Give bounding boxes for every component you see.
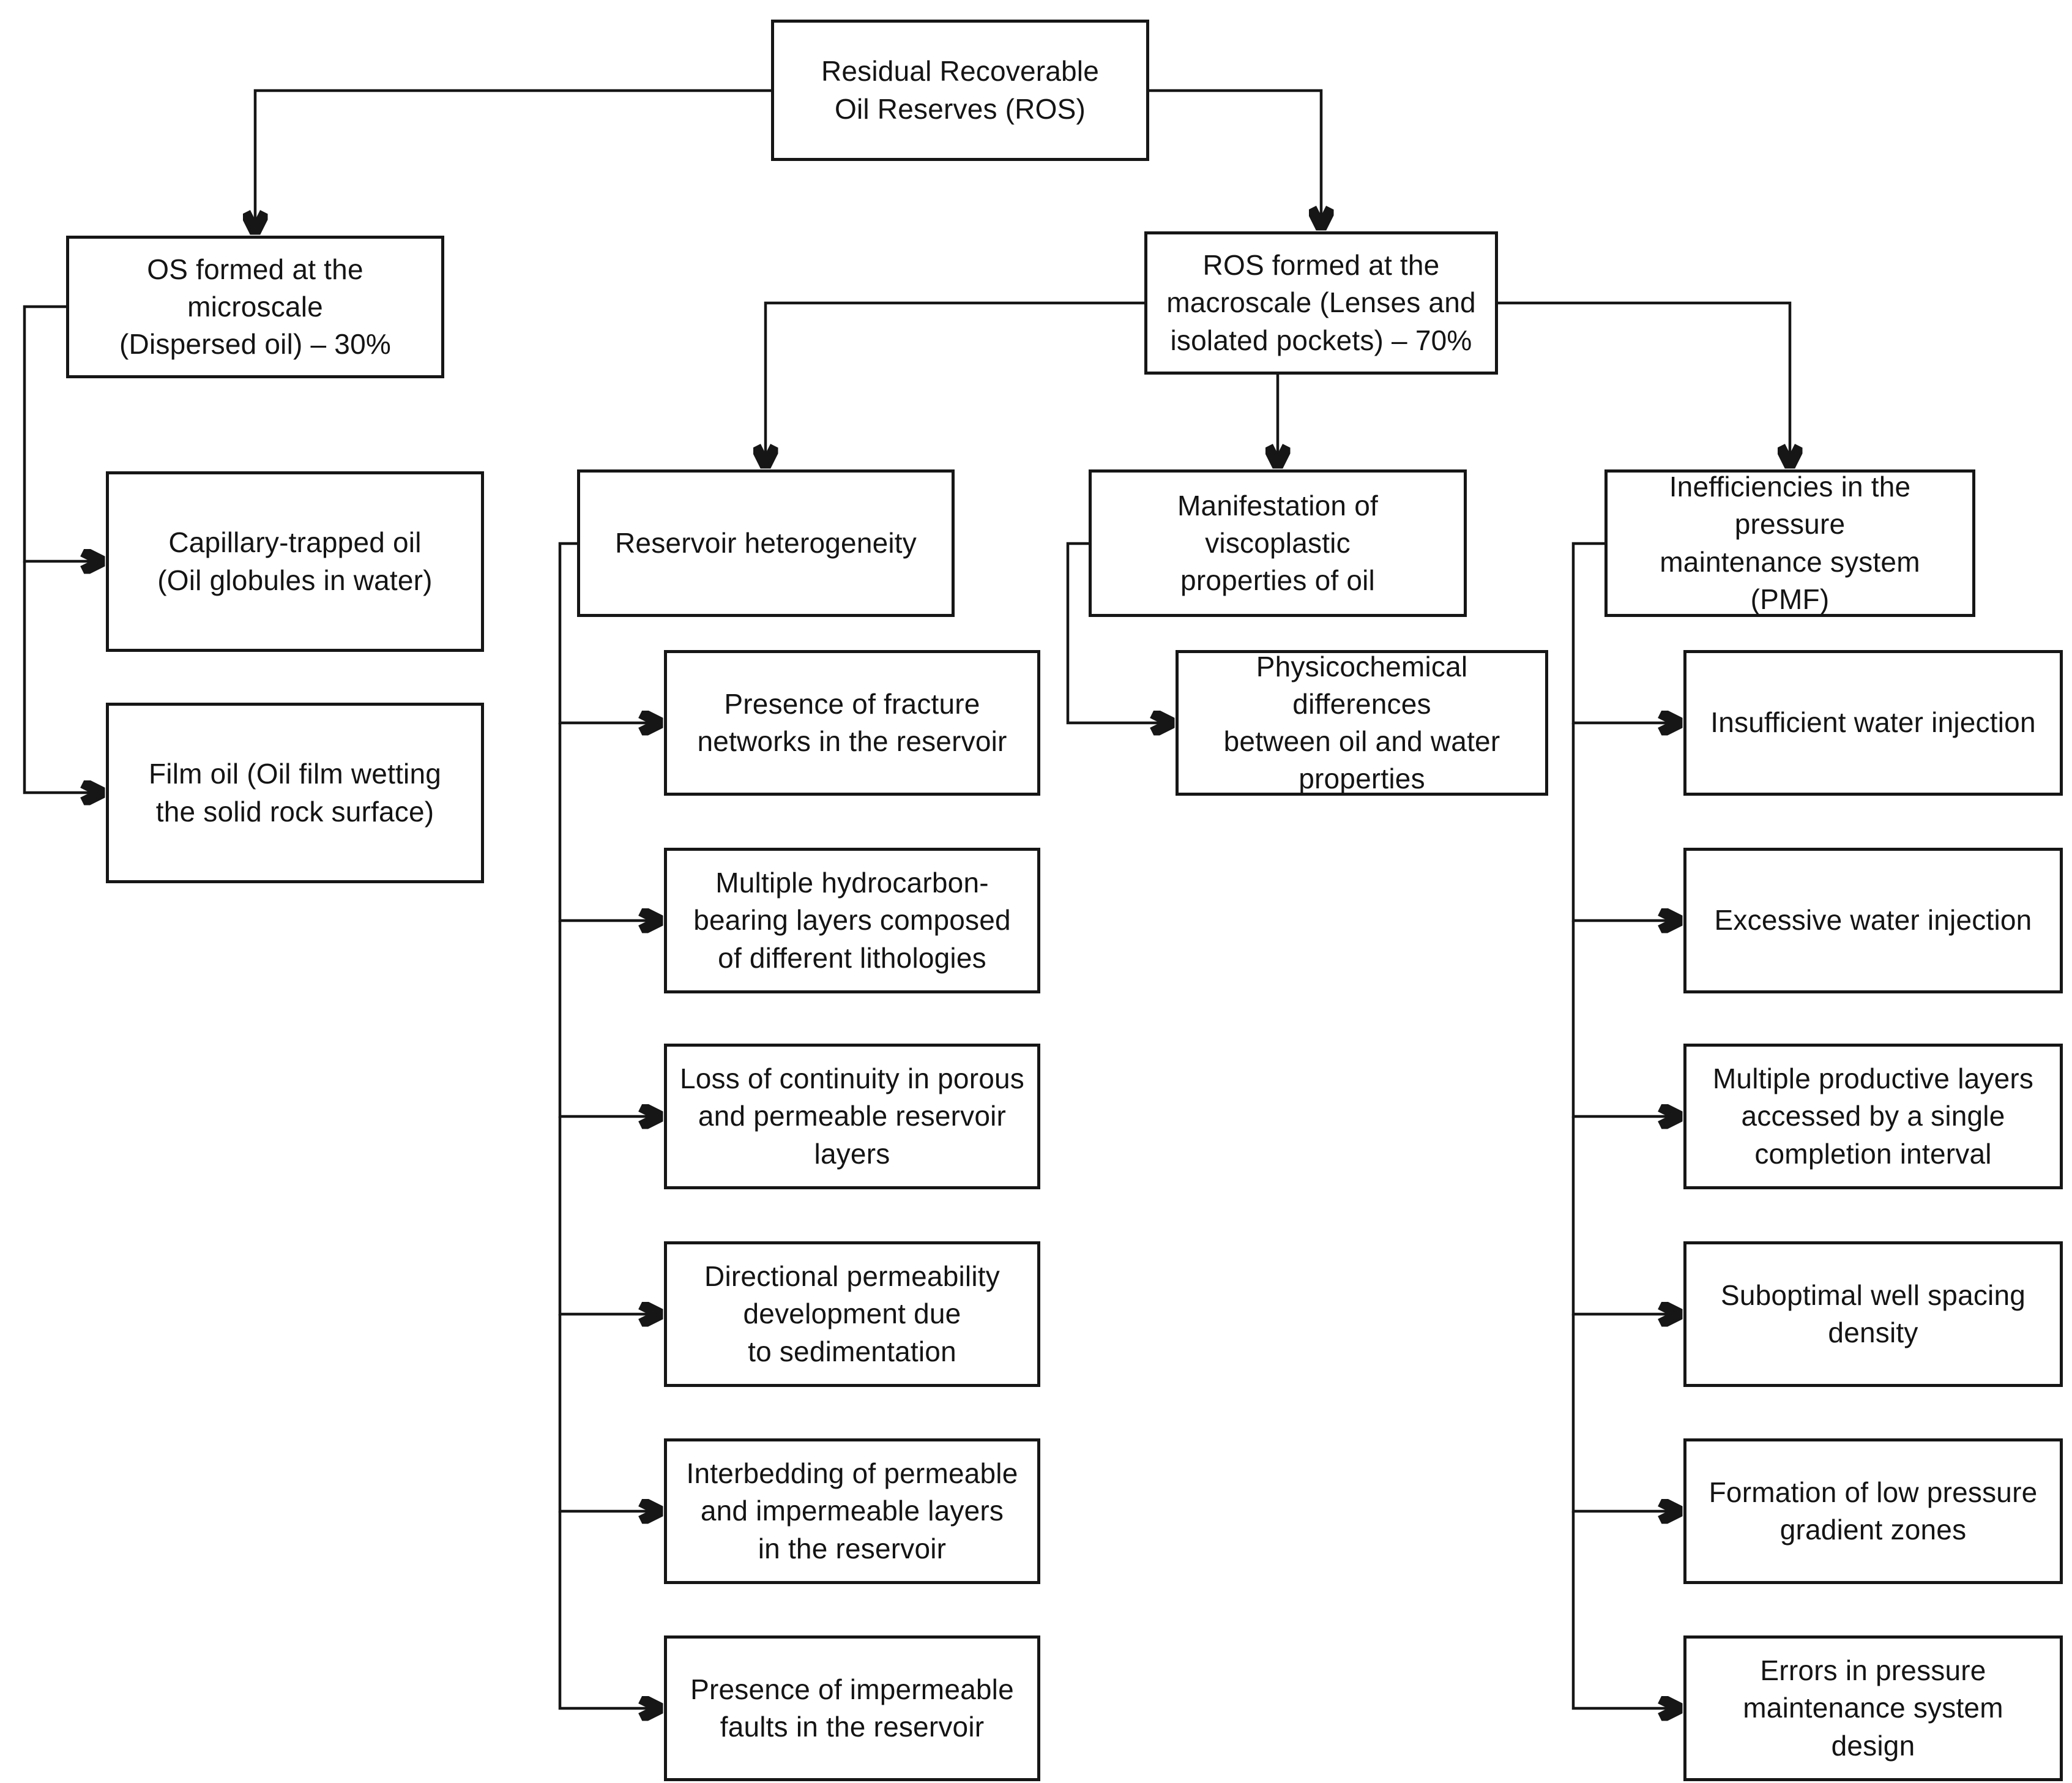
edge-os-capillary xyxy=(23,305,102,561)
edge-reshet-losscontinuity xyxy=(558,921,660,1116)
node-reservoir-heterogeneity: Reservoir heterogeneity xyxy=(577,469,955,617)
edge-os-film xyxy=(23,561,102,793)
node-film-oil-label: Film oil (Oil film wetting the solid roc… xyxy=(148,758,442,828)
node-excessive-water-injection-label: Excessive water injection xyxy=(1714,904,2032,936)
node-root: Residual Recoverable Oil Reserves (ROS) xyxy=(771,20,1149,161)
edge-pmf-errorsdesign xyxy=(1571,1511,1679,1708)
edge-reshet-impfaults xyxy=(558,1511,660,1708)
node-impermeable-faults: Presence of impermeable faults in the re… xyxy=(664,1635,1040,1781)
node-ros-macroscale-label: ROS formed at the macroscale (Lenses and… xyxy=(1166,249,1476,356)
edge-reshet-interbedding xyxy=(558,1314,660,1511)
node-root-label: Residual Recoverable Oil Reserves (ROS) xyxy=(821,55,1100,125)
node-interbedding-layers-label: Interbedding of permeable and impermeabl… xyxy=(686,1457,1018,1564)
node-pmf-inefficiencies: Inefficiencies in the pressure maintenan… xyxy=(1604,469,1975,617)
node-errors-in-pms-design-label: Errors in pressure maintenance system de… xyxy=(1743,1654,2003,1762)
node-film-oil: Film oil (Oil film wetting the solid roc… xyxy=(106,703,484,883)
node-low-pressure-gradient-zones-label: Formation of low pressure gradient zones xyxy=(1709,1476,2038,1546)
node-excessive-water-injection: Excessive water injection xyxy=(1683,848,2063,993)
node-fracture-networks: Presence of fracture networks in the res… xyxy=(664,650,1040,796)
node-capillary-trapped-oil: Capillary-trapped oil (Oil globules in w… xyxy=(106,471,484,652)
node-os-microscale-label: OS formed at the microscale (Dispersed o… xyxy=(119,253,391,361)
node-multiple-hydrocarbon-layers: Multiple hydrocarbon- bearing layers com… xyxy=(664,848,1040,993)
edge-reshet-multilayers xyxy=(558,723,660,921)
node-viscoplastic-properties-label: Manifestation of viscoplastic properties… xyxy=(1177,489,1378,597)
node-ros-macroscale: ROS formed at the macroscale (Lenses and… xyxy=(1144,231,1498,375)
node-suboptimal-well-spacing: Suboptimal well spacing density xyxy=(1683,1241,2063,1387)
node-loss-of-continuity: Loss of continuity in porous and permeab… xyxy=(664,1044,1040,1189)
edge-pmf-multiproductive xyxy=(1571,921,1679,1116)
node-physicochemical-differences-label: Physicochemical differences between oil … xyxy=(1223,650,1500,795)
node-loss-of-continuity-label: Loss of continuity in porous and permeab… xyxy=(679,1063,1025,1170)
node-low-pressure-gradient-zones: Formation of low pressure gradient zones xyxy=(1683,1438,2063,1584)
node-physicochemical-differences: Physicochemical differences between oil … xyxy=(1176,650,1548,796)
node-errors-in-pms-design: Errors in pressure maintenance system de… xyxy=(1683,1635,2063,1781)
edge-reshet-directional xyxy=(558,1116,660,1314)
node-capillary-trapped-oil-label: Capillary-trapped oil (Oil globules in w… xyxy=(157,526,433,596)
node-multiple-productive-layers: Multiple productive layers accessed by a… xyxy=(1683,1044,2063,1189)
node-multiple-hydrocarbon-layers-label: Multiple hydrocarbon- bearing layers com… xyxy=(693,867,1011,974)
edge-pmf-excessive xyxy=(1571,723,1679,921)
edge-root-ros-macro xyxy=(1149,89,1321,227)
edge-pmf-suboptimal xyxy=(1571,1116,1679,1314)
edge-reshet-fracture xyxy=(558,542,660,723)
node-insufficient-water-injection: Insufficient water injection xyxy=(1683,650,2063,796)
node-pmf-inefficiencies-label: Inefficiencies in the pressure maintenan… xyxy=(1660,471,1920,615)
node-reservoir-heterogeneity-label: Reservoir heterogeneity xyxy=(615,526,917,559)
node-directional-permeability: Directional permeability development due… xyxy=(664,1241,1040,1387)
edge-macro-reshet xyxy=(766,301,1144,465)
edge-macro-pmf xyxy=(1498,301,1790,465)
edge-visco-physico xyxy=(1066,542,1171,723)
node-multiple-productive-layers-label: Multiple productive layers accessed by a… xyxy=(1712,1063,2034,1170)
node-fracture-networks-label: Presence of fracture networks in the res… xyxy=(697,687,1007,757)
node-impermeable-faults-label: Presence of impermeable faults in the re… xyxy=(690,1673,1014,1743)
node-directional-permeability-label: Directional permeability development due… xyxy=(704,1260,1000,1367)
node-viscoplastic-properties: Manifestation of viscoplastic properties… xyxy=(1089,469,1467,617)
edge-pmf-lowgradient xyxy=(1571,1314,1679,1511)
edge-pmf-insufficient xyxy=(1571,542,1679,723)
node-suboptimal-well-spacing-label: Suboptimal well spacing density xyxy=(1720,1279,2026,1348)
edge-root-os-micro xyxy=(255,89,771,231)
node-interbedding-layers: Interbedding of permeable and impermeabl… xyxy=(664,1438,1040,1584)
node-os-microscale: OS formed at the microscale (Dispersed o… xyxy=(66,236,444,378)
node-insufficient-water-injection-label: Insufficient water injection xyxy=(1710,706,2036,739)
